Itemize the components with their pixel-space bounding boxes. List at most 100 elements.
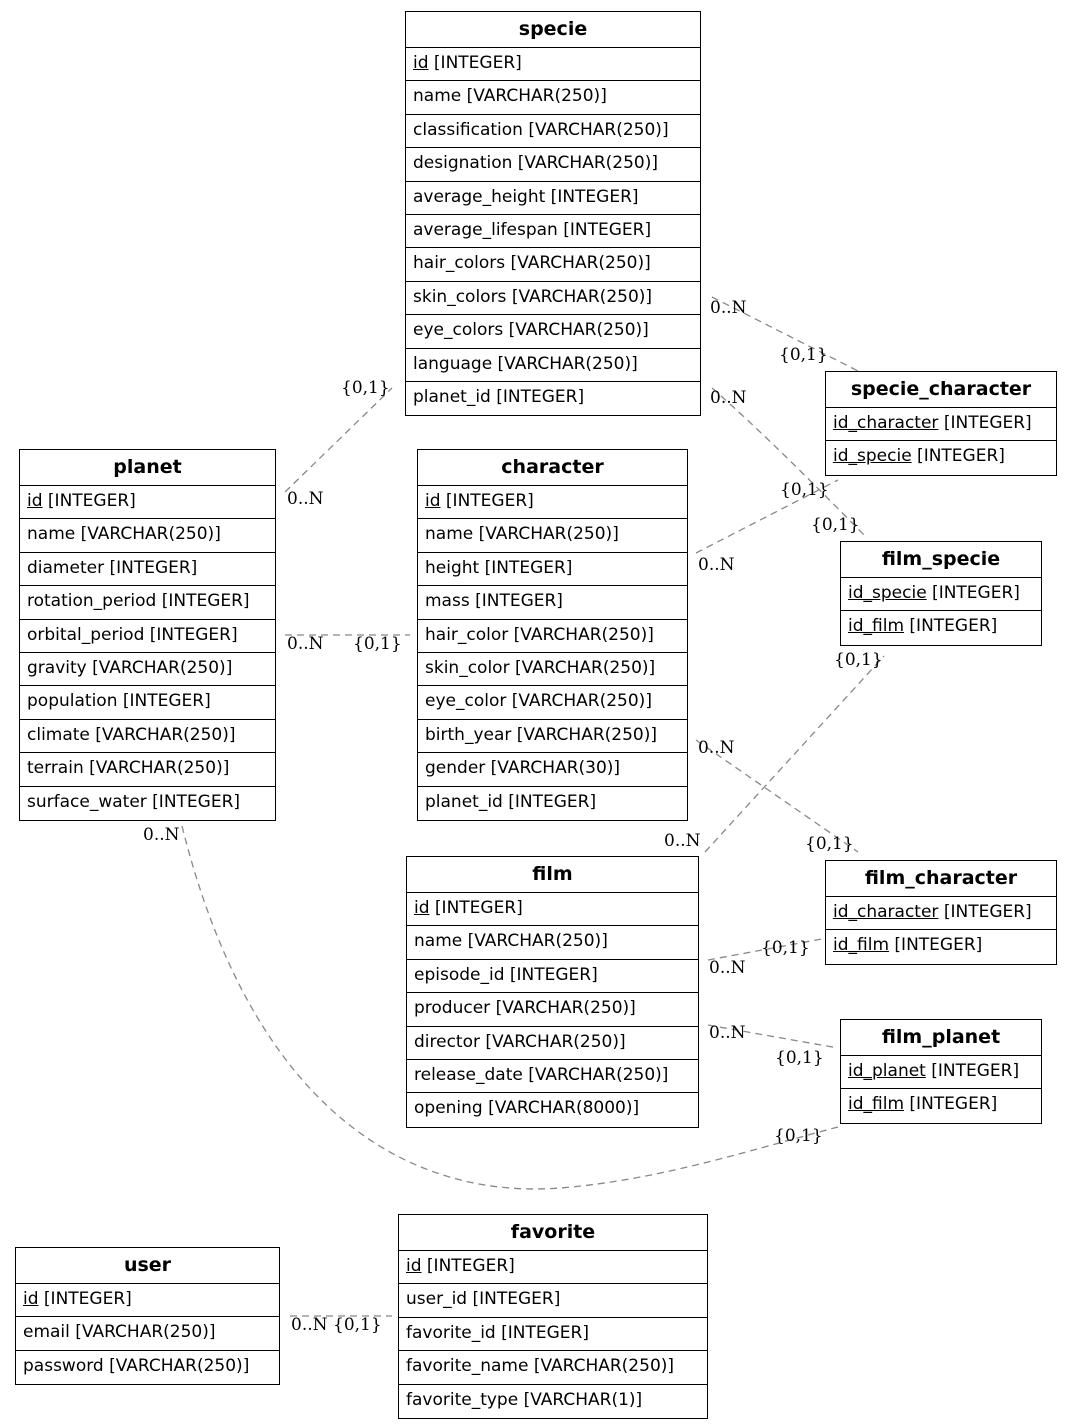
table-field-row: email [VARCHAR(250)] (16, 1317, 279, 1351)
table-field-row: height [INTEGER] (418, 553, 687, 587)
edge-film-film_specie (704, 655, 885, 853)
table-title: favorite (399, 1215, 707, 1251)
card-film-fp-one: {0,1} (775, 1048, 824, 1068)
primary-key-name: id (27, 491, 43, 511)
field-text: episode_id [INTEGER] (414, 964, 598, 985)
card-char-fc-one: {0,1} (805, 834, 854, 854)
table-field-row: gravity [VARCHAR(250)] (20, 653, 275, 687)
field-text: [INTEGER] (925, 1061, 1020, 1081)
field-text: name [VARCHAR(250)] (425, 524, 619, 545)
field-text: opening [VARCHAR(8000)] (414, 1098, 640, 1119)
field-text: planet_id [INTEGER] (413, 386, 585, 407)
table-field-row: favorite_id [INTEGER] (399, 1318, 707, 1352)
field-text: name [VARCHAR(250)] (27, 524, 221, 545)
edge-film-film_planet (707, 1024, 839, 1049)
field-text: [INTEGER] (428, 53, 522, 73)
table-field-row: climate [VARCHAR(250)] (20, 720, 275, 754)
primary-key-name: id (406, 1256, 422, 1276)
table-field-row: id_specie [INTEGER] (841, 578, 1041, 612)
field-text: average_lifespan [INTEGER] (413, 219, 652, 240)
card-fs-film-one: {0,1} (834, 650, 883, 670)
table-field-row: orbital_period [INTEGER] (20, 620, 275, 653)
edge-character-film_character (695, 739, 859, 853)
field-text: skin_color [VARCHAR(250)] (425, 657, 656, 678)
table-field-row: eye_color [VARCHAR(250)] (418, 686, 687, 720)
table-field-row: episode_id [INTEGER] (407, 960, 698, 994)
card-specie-fs-many: 0..N (710, 388, 747, 408)
field-text: director [VARCHAR(250)] (414, 1031, 626, 1052)
field-text: [INTEGER] (911, 446, 1005, 467)
field-text: name [VARCHAR(250)] (414, 931, 608, 952)
field-text: classification [VARCHAR(250)] (413, 119, 669, 140)
card-planet-char-one: {0,1} (353, 634, 402, 654)
field-text: average_height [INTEGER] (413, 186, 639, 207)
field-text: [INTEGER] (926, 583, 1020, 603)
table-field-row: id [INTEGER] (16, 1284, 279, 1318)
card-planet-specie-one: {0,1} (341, 378, 390, 398)
table-title: specie (406, 12, 700, 48)
field-text: surface_water [INTEGER] (27, 791, 241, 812)
table-field-row: id_film [INTEGER] (841, 611, 1041, 644)
card-specie-sc-many: 0..N (710, 298, 747, 318)
field-text: rotation_period [INTEGER] (27, 591, 250, 612)
field-text: planet_id [INTEGER] (425, 791, 597, 812)
field-text: eye_colors [VARCHAR(250)] (413, 320, 649, 341)
field-text: [INTEGER] (38, 1289, 132, 1309)
card-film-fs-many: 0..N (664, 831, 701, 851)
card-film-fp-many: 0..N (709, 1023, 746, 1043)
table-field-row: surface_water [INTEGER] (20, 787, 275, 820)
card-char-fc-many: 0..N (698, 738, 735, 758)
edge-specie-film_specie (711, 387, 867, 538)
table-field-row: hair_colors [VARCHAR(250)] (406, 248, 700, 282)
table-title: user (16, 1248, 279, 1284)
field-text: eye_color [VARCHAR(250)] (425, 691, 652, 712)
field-text: terrain [VARCHAR(250)] (27, 758, 230, 779)
card-planet-fp-many: 0..N (143, 825, 180, 845)
table-title: film_planet (841, 1020, 1041, 1056)
table-field-row: eye_colors [VARCHAR(250)] (406, 315, 700, 349)
card-film-fc-many: 0..N (709, 958, 746, 978)
field-text: height [INTEGER] (425, 557, 573, 578)
table-field-row: id_character [INTEGER] (826, 897, 1056, 931)
edge-planet-specie (284, 387, 393, 493)
field-text: climate [VARCHAR(250)] (27, 724, 236, 745)
primary-key-name: id (425, 491, 441, 511)
table-field-row: name [VARCHAR(250)] (20, 519, 275, 553)
field-text: [INTEGER] (889, 935, 983, 956)
table-title: specie_character (826, 372, 1056, 408)
primary-key-name: id_film (833, 935, 890, 956)
field-text: [INTEGER] (440, 491, 534, 511)
table-field-row: id_character [INTEGER] (826, 408, 1056, 442)
table-field-row: password [VARCHAR(250)] (16, 1351, 279, 1384)
card-film-fc-one: {0,1} (761, 938, 810, 958)
table-field-row: rotation_period [INTEGER] (20, 586, 275, 620)
edge-specie-specie_character (711, 296, 867, 376)
table-field-row: birth_year [VARCHAR(250)] (418, 720, 687, 754)
primary-key-name: id (413, 53, 429, 73)
table-field-row: average_height [INTEGER] (406, 182, 700, 215)
table-field-row: id [INTEGER] (406, 48, 700, 82)
primary-key-name: id_character (833, 413, 939, 433)
primary-key-name: id_film (848, 1094, 905, 1115)
card-planet-char-many: 0..N (287, 634, 324, 654)
primary-key-name: id_planet (848, 1061, 926, 1081)
field-text: password [VARCHAR(250)] (23, 1355, 250, 1376)
table-field-row: average_lifespan [INTEGER] (406, 215, 700, 249)
table-field-row: mass [INTEGER] (418, 586, 687, 620)
card-user-fav-one: {0,1} (333, 1315, 382, 1335)
table-field-row: id_planet [INTEGER] (841, 1056, 1041, 1090)
field-text: [INTEGER] (904, 1094, 998, 1115)
table-field-row: name [VARCHAR(250)] (406, 81, 700, 115)
primary-key-name: id_film (848, 616, 905, 637)
table-field-row: population [INTEGER] (20, 686, 275, 720)
primary-key-name: id (414, 898, 430, 918)
field-text: name [VARCHAR(250)] (413, 86, 607, 107)
table-field-row: name [VARCHAR(250)] (407, 926, 698, 960)
